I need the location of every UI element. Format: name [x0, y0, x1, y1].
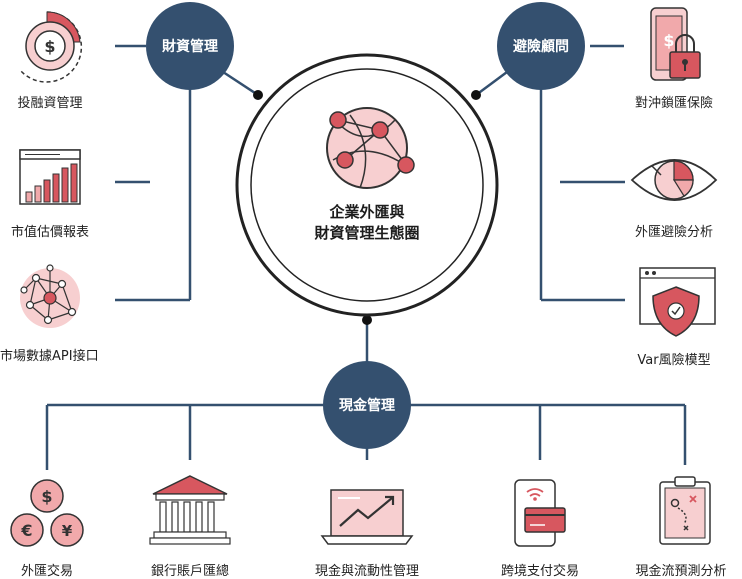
- bottom-item-label: 跨境支付交易: [500, 564, 579, 579]
- hub-cash-label: 現金管理: [339, 398, 395, 414]
- hub-hedging-label: 避險顧問: [513, 39, 569, 55]
- data-network-icon: [20, 264, 80, 328]
- right-item-label: Var風險模型: [637, 353, 711, 368]
- svg-text:$: $: [663, 31, 674, 50]
- svg-text:$: $: [44, 37, 55, 56]
- currency-coins-icon: $ € ¥: [10, 479, 84, 547]
- eye-pie-icon: [630, 159, 718, 201]
- right-item-label: 外匯避險分析: [634, 225, 713, 240]
- dollar-dial-icon: $: [19, 11, 83, 83]
- hub-treasury: [146, 2, 234, 90]
- svg-text:$: $: [41, 487, 52, 506]
- center-title-line2: 財資管理生態圈: [314, 224, 420, 242]
- bottom-item-label: 現金流預測分析: [635, 564, 727, 579]
- bottom-item-label: 銀行賬戶匯總: [150, 564, 229, 579]
- mobile-card-icon: [514, 479, 566, 547]
- center-title: 企業外匯與 財資管理生態圈: [287, 202, 447, 244]
- network-globe-icon: [326, 107, 415, 189]
- bottom-item-label: 現金與流動性管理: [314, 564, 419, 579]
- hub-treasury-label: 財資管理: [162, 39, 218, 55]
- bank-building-icon: [149, 475, 231, 545]
- svg-text:¥: ¥: [62, 522, 73, 540]
- shield-window-icon: [639, 267, 716, 337]
- left-item-label: 市場數據API接口: [0, 349, 99, 364]
- center-title-line1: 企業外匯與: [329, 203, 405, 221]
- right-item-label: 對沖鎖匯保險: [634, 96, 713, 111]
- connector-dot: [471, 90, 481, 100]
- connector-dot: [253, 90, 263, 100]
- connector-dot: [362, 315, 372, 325]
- hub-cash: [323, 361, 411, 449]
- left-item-label: 市值估價報表: [10, 225, 89, 240]
- phone-lock-icon: $: [650, 7, 701, 81]
- bottom-item-label: 外匯交易: [20, 564, 73, 579]
- svg-text:€: €: [20, 521, 32, 540]
- hub-hedging: [497, 2, 585, 90]
- bar-chart-window-icon: [19, 149, 81, 205]
- clipboard-strategy-icon: [659, 476, 711, 545]
- left-item-label: 投融資管理: [17, 96, 83, 111]
- laptop-trend-icon: [320, 489, 414, 545]
